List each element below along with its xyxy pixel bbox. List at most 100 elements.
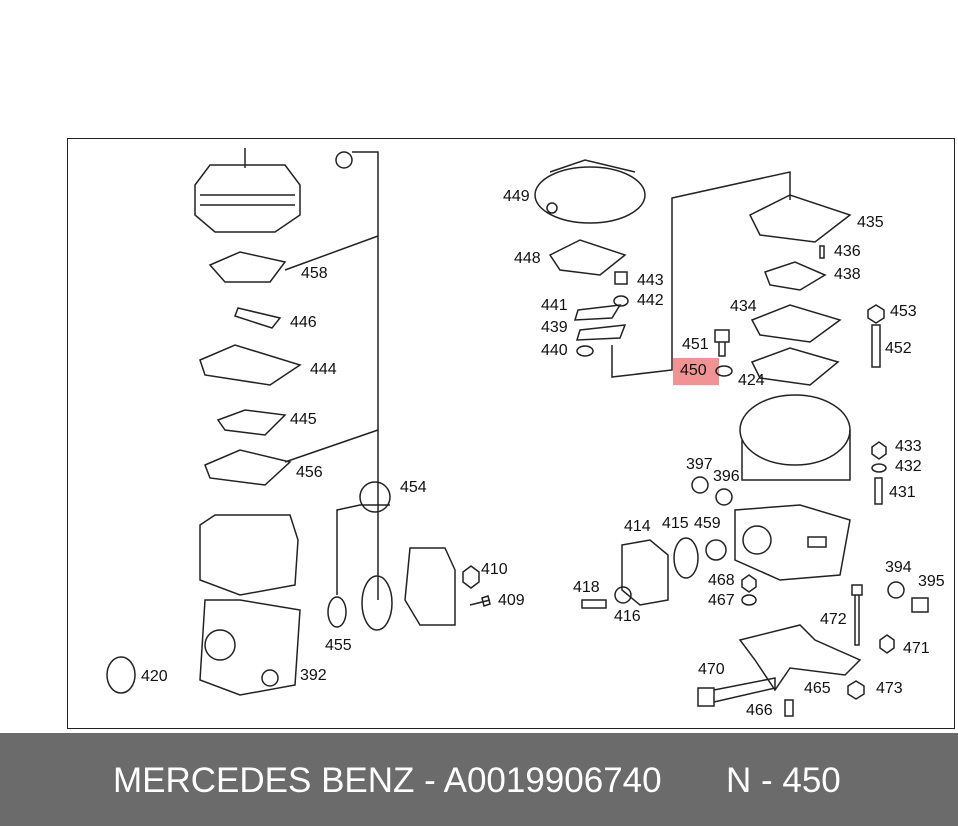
part-label[interactable]: 409 (498, 592, 525, 609)
diagram-frame (67, 138, 955, 729)
part-label[interactable]: 424 (738, 372, 765, 389)
gasket-456 (204, 449, 292, 486)
gear-459 (705, 539, 727, 561)
part-label[interactable]: 395 (918, 573, 945, 590)
part-label[interactable]: 454 (400, 479, 427, 496)
part-number: N - 450 (726, 761, 841, 800)
part-label[interactable]: 392 (300, 667, 327, 684)
gasket-434 (750, 304, 842, 343)
part-label[interactable]: 456 (296, 464, 323, 481)
part-label[interactable]: 418 (573, 579, 600, 596)
nut-473 (847, 680, 865, 700)
left-cylinder-head (194, 148, 301, 233)
part-label[interactable]: 420 (141, 668, 168, 685)
part-label[interactable]: 443 (637, 272, 664, 289)
part-label[interactable]: 415 (662, 515, 689, 532)
leader-lines-left (284, 151, 390, 600)
nut-410 (462, 565, 480, 589)
stud-452 (871, 324, 881, 368)
part-label[interactable]: 451 (682, 336, 709, 353)
part-label[interactable]: 432 (895, 458, 922, 475)
part-label[interactable]: 396 (713, 468, 740, 485)
part-label[interactable]: 442 (637, 292, 664, 309)
flange-410-housing (404, 547, 456, 626)
bolt-472 (851, 584, 863, 646)
part-label[interactable]: 470 (698, 661, 725, 678)
gasket-438 (764, 261, 827, 291)
plug-397 (691, 476, 709, 494)
part-label[interactable]: 449 (503, 188, 530, 205)
part-label[interactable]: 436 (834, 243, 861, 260)
part-label[interactable]: 448 (514, 250, 541, 267)
part-label[interactable]: 444 (310, 361, 337, 378)
nut-453 (867, 304, 885, 324)
left-compressor-body (199, 514, 301, 696)
part-label[interactable]: 446 (290, 314, 317, 331)
part-label[interactable]: 459 (694, 515, 721, 532)
gasket-424 (750, 347, 840, 386)
plate-441-439 (573, 304, 627, 341)
highlight-box (673, 358, 719, 385)
part-label[interactable]: 458 (301, 265, 328, 282)
washer-442 (613, 295, 629, 307)
part-label[interactable]: 434 (730, 298, 757, 315)
part-416 (614, 586, 632, 604)
cylinder-head-449 (534, 159, 646, 224)
valve-plate-435 (748, 194, 852, 243)
part-label[interactable]: 438 (834, 266, 861, 283)
stud-431 (874, 477, 883, 505)
plate-446 (234, 307, 282, 329)
bolt-418 (581, 599, 607, 609)
bolt-466 (784, 699, 794, 717)
nut-471 (879, 634, 895, 654)
washer-394 (887, 581, 905, 599)
washer-450 (715, 365, 733, 377)
part-label[interactable]: 416 (614, 608, 641, 625)
plug-395 (911, 597, 929, 613)
bolt-409 (469, 595, 491, 607)
part-label-highlighted[interactable]: 450 (680, 362, 707, 379)
part-label[interactable]: 410 (481, 561, 508, 578)
part-label[interactable]: 467 (708, 592, 735, 609)
part-label[interactable]: 473 (876, 680, 903, 697)
seal-420 (106, 656, 136, 694)
part-label[interactable]: 397 (686, 456, 713, 473)
part-label[interactable]: 439 (541, 319, 568, 336)
gasket-445 (216, 409, 287, 436)
right-compressor-body (734, 394, 851, 581)
flange-414 (621, 539, 669, 606)
part-title: MERCEDES BENZ - A0019906740 (113, 761, 662, 800)
washer-top (335, 151, 353, 169)
part-label[interactable]: 435 (857, 214, 884, 231)
part-label[interactable]: 471 (903, 640, 930, 657)
leader-lines-mid (611, 171, 791, 378)
part-label[interactable]: 440 (541, 342, 568, 359)
bracket (738, 624, 862, 692)
gasket-458 (208, 251, 287, 283)
part-label[interactable]: 394 (885, 559, 912, 576)
part-label[interactable]: 452 (885, 340, 912, 357)
part-454 (359, 481, 391, 513)
ring-455 (327, 596, 347, 628)
bolt-443 (614, 271, 628, 285)
part-label[interactable]: 472 (820, 611, 847, 628)
part-label[interactable]: 468 (708, 572, 735, 589)
part-label[interactable]: 466 (746, 702, 773, 719)
part-label[interactable]: 433 (895, 438, 922, 455)
bolt-451 (714, 329, 730, 357)
footer-bar: MERCEDES BENZ - A0019906740 N - 450 (0, 733, 958, 826)
part-label[interactable]: 445 (290, 411, 317, 428)
washer-467 (741, 594, 757, 606)
pin-436 (819, 245, 825, 259)
part-label[interactable]: 465 (804, 680, 831, 697)
part-label[interactable]: 455 (325, 637, 352, 654)
valve-plate-444 (199, 344, 302, 386)
nut-433 (871, 441, 887, 460)
part-label[interactable]: 441 (541, 297, 568, 314)
part-label[interactable]: 414 (624, 518, 651, 535)
washer-440 (576, 345, 594, 357)
oring-454b (361, 575, 393, 631)
washer-432 (871, 463, 887, 473)
part-label[interactable]: 431 (889, 484, 916, 501)
part-label[interactable]: 453 (890, 303, 917, 320)
